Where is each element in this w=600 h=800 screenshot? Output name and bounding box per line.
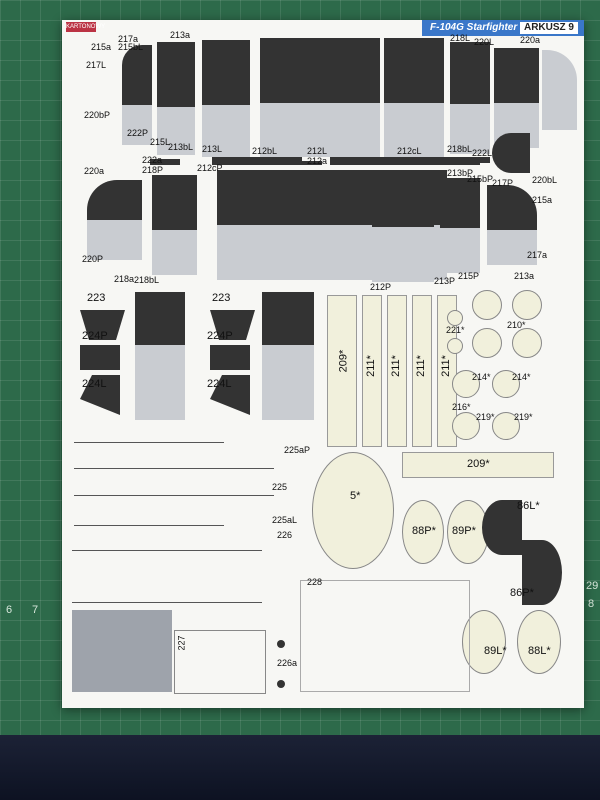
fabric-background — [0, 735, 600, 800]
part-label: 224L — [82, 378, 107, 390]
part-label: 225aL — [272, 515, 298, 525]
part-209 — [327, 295, 357, 447]
ruler-mark: 8 — [588, 598, 595, 610]
part-label: 220L — [474, 37, 495, 47]
part-label: 88P* — [412, 525, 436, 537]
part-label: 212cP — [197, 163, 223, 173]
part-label: 213P — [434, 276, 456, 286]
part-label: 225 — [272, 482, 288, 492]
part-label: 215a — [532, 195, 553, 205]
part-label: 215bP — [467, 174, 494, 184]
part-label: 218a — [114, 274, 135, 284]
part-label: 226a — [277, 658, 298, 668]
part-label: 213a — [514, 271, 535, 281]
part-label: 216* — [452, 402, 471, 412]
part-label: 222L — [472, 148, 493, 158]
part-label: 215bL — [118, 42, 144, 52]
part-label: 88L* — [528, 645, 551, 657]
part-label: 215a — [91, 42, 112, 52]
part-label: 226 — [277, 530, 293, 540]
part-label: 220a — [520, 35, 541, 45]
part-label: 89P* — [452, 525, 476, 537]
part-label: 217a — [118, 34, 139, 44]
part-label: 218bL — [447, 144, 473, 154]
part-label: 221* — [446, 325, 465, 335]
part-label: 213bL — [168, 142, 194, 152]
part-label: 222a — [142, 155, 163, 165]
part-label: 220a — [84, 166, 105, 176]
ruler-mark: 6 — [6, 604, 13, 616]
ruler-mark: 7 — [32, 604, 39, 616]
part-label: 219* — [476, 412, 495, 422]
part-label: 213L — [202, 144, 223, 154]
sheet-title: F-104G Starfighter — [430, 22, 518, 33]
part-label: 5* — [350, 490, 361, 502]
ruler-mark: 29 — [586, 580, 599, 592]
part-label: 86P* — [510, 587, 534, 599]
part-label: 212cL — [397, 146, 422, 156]
part-label: 218bL — [134, 275, 160, 285]
part-label: 215P — [458, 271, 480, 281]
part-label: 224P — [207, 330, 233, 342]
part-label: 209* — [467, 458, 490, 470]
part-label: 219* — [514, 412, 533, 422]
part-label: 217a — [527, 250, 548, 260]
part-label: 222P — [127, 128, 149, 138]
part-label: 211* — [414, 355, 427, 377]
part-label: 215L — [150, 137, 171, 147]
part-label: 212bL — [252, 146, 278, 156]
part-label: 218P — [142, 165, 164, 175]
publisher-logo: KARTONOWY — [66, 22, 106, 32]
part-label: 214* — [512, 372, 531, 382]
part-label: 211* — [439, 355, 452, 377]
mat-ruler: 6 7 8 29 — [0, 580, 600, 622]
part-label: 212L — [307, 146, 328, 156]
part-label: 217P — [492, 178, 514, 188]
part-label: 213bP — [447, 168, 474, 178]
part-label: 212P — [370, 282, 392, 292]
sheet-header: F-104G Starfighter ARKUSZ 9 — [422, 20, 584, 36]
part-label: 223 — [212, 292, 231, 304]
part-label: 86L* — [517, 500, 540, 512]
model-sheet: KARTONOWY F-104G Starfighter ARKUSZ 9 — [62, 20, 584, 708]
part-label: 220bL — [532, 175, 558, 185]
part-label: 211* — [364, 355, 377, 377]
part-label: 223 — [87, 292, 106, 304]
part-label: 224L — [207, 378, 232, 390]
part-label: 225aP — [284, 445, 311, 455]
part-label: 213a — [170, 30, 191, 40]
part-label: 224P — [82, 330, 108, 342]
part-label: 89L* — [484, 645, 507, 657]
sheet-label: ARKUSZ 9 — [519, 22, 578, 34]
part-label: 210* — [507, 320, 526, 330]
part-label: 217L — [86, 60, 107, 70]
part-label: 214* — [472, 372, 491, 382]
part-label: 218L — [450, 33, 471, 43]
part-label: 220P — [82, 254, 104, 264]
part-label: 212a — [307, 156, 328, 166]
part-label: 211* — [389, 355, 402, 377]
part-label: 220bP — [84, 110, 111, 120]
part-label: 228 — [307, 577, 323, 587]
part-label: 227 — [176, 635, 187, 651]
part-label: 209* — [337, 349, 350, 373]
